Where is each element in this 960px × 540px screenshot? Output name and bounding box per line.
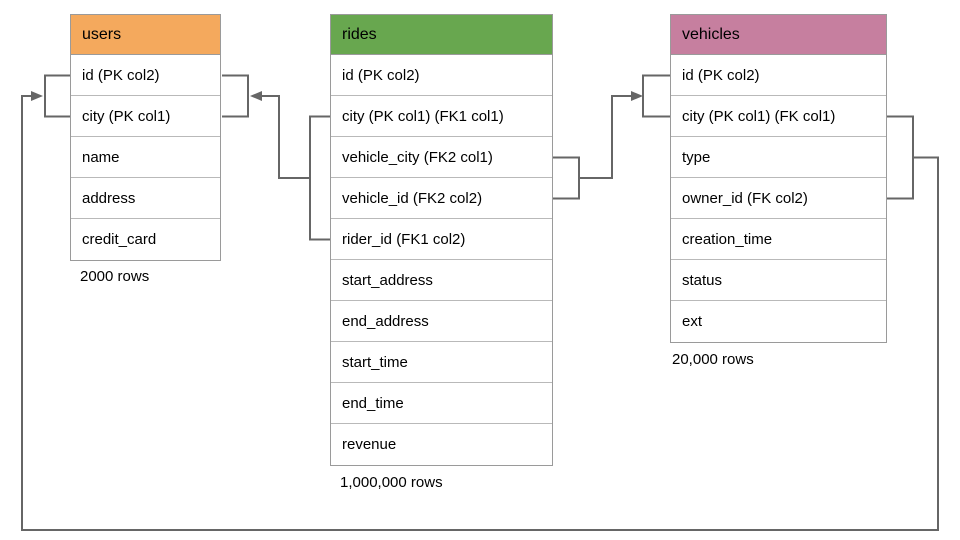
rides-row-count: 1,000,000 rows (340, 474, 443, 491)
table-rides-column-vehicle-id: vehicle_id (FK2 col2) (331, 178, 552, 219)
table-vehicles-column-id: id (PK col2) (671, 55, 886, 96)
table-vehicles-column-ext: ext (671, 301, 886, 342)
table-rides-column-end-time: end_time (331, 383, 552, 424)
users-pk-bracket-left (44, 74, 70, 118)
table-vehicles: vehicles id (PK col2) city (PK col1) (FK… (670, 14, 887, 343)
users-row-count: 2000 rows (80, 268, 150, 285)
vehicles-fk-bracket-right (887, 115, 914, 200)
fk1-link-line (261, 95, 310, 179)
arrowhead-into-users-left (31, 91, 43, 101)
table-rides-column-id: id (PK col2) (331, 55, 552, 96)
table-users-header: users (71, 15, 220, 55)
fk2-link-line (579, 95, 631, 179)
vehicles-row-count: 20,000 rows (672, 351, 754, 368)
connector-rides-to-users-fk1 (222, 74, 331, 241)
arrowhead-into-users-right (250, 91, 262, 101)
table-users-column-name: name (71, 137, 220, 178)
table-users-column-city: city (PK col1) (71, 96, 220, 137)
table-users-column-id: id (PK col2) (71, 55, 220, 96)
vehicles-pk-bracket-left (642, 74, 670, 118)
connector-rides-to-vehicles-fk2 (553, 74, 670, 200)
table-vehicles-column-city: city (PK col1) (FK col1) (671, 96, 886, 137)
table-users-column-address: address (71, 178, 220, 219)
table-rides-column-start-time: start_time (331, 342, 552, 383)
table-rides-column-city: city (PK col1) (FK1 col1) (331, 96, 552, 137)
table-rides-column-revenue: revenue (331, 424, 552, 465)
table-users: users id (PK col2) city (PK col1) name a… (70, 14, 221, 261)
table-users-column-credit-card: credit_card (71, 219, 220, 260)
table-vehicles-column-creation-time: creation_time (671, 219, 886, 260)
table-vehicles-column-owner-id: owner_id (FK col2) (671, 178, 886, 219)
table-vehicles-column-status: status (671, 260, 886, 301)
rides-fk2-bracket-right (553, 156, 580, 200)
arrowhead-into-vehicles-left (631, 91, 643, 101)
table-vehicles-column-type: type (671, 137, 886, 178)
table-vehicles-header: vehicles (671, 15, 886, 55)
table-rides-header: rides (331, 15, 552, 55)
users-pk-bracket-right (222, 74, 249, 118)
table-rides-column-vehicle-city: vehicle_city (FK2 col1) (331, 137, 552, 178)
table-rides-column-rider-id: rider_id (FK1 col2) (331, 219, 552, 260)
table-rides-column-end-address: end_address (331, 301, 552, 342)
rides-fk1-bracket-left (309, 115, 331, 241)
connector-vehicles-to-users-fk (21, 74, 939, 531)
table-rides-column-start-address: start_address (331, 260, 552, 301)
table-rides: rides id (PK col2) city (PK col1) (FK1 c… (330, 14, 553, 466)
fk-long-loop-line (21, 95, 939, 531)
